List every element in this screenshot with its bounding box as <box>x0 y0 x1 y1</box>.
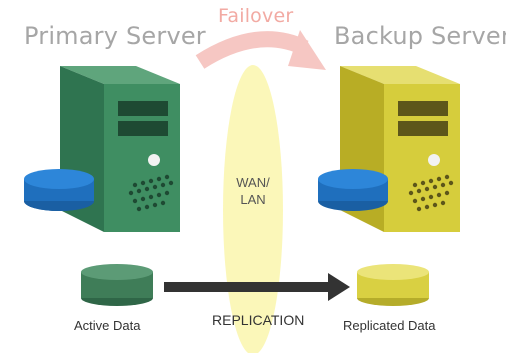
replicated-data-icon <box>357 264 429 306</box>
failover-arrow <box>195 30 326 70</box>
network-label-line1: WAN/ <box>236 175 270 190</box>
replicated-data-label: Replicated Data <box>343 318 436 333</box>
network-label-line2: LAN <box>240 192 266 207</box>
backup-server-title: Backup Server <box>334 22 506 50</box>
active-data-label: Active Data <box>74 318 141 333</box>
primary-server-title: Primary Server <box>24 22 206 50</box>
replication-label: REPLICATION <box>212 312 305 328</box>
network-label: WAN/ LAN <box>226 174 280 208</box>
failover-label: Failover <box>218 5 294 27</box>
active-data-icon <box>81 264 153 306</box>
wan-lan-ellipse <box>223 65 283 353</box>
replication-arrow <box>164 273 350 301</box>
primary-database-icon <box>24 169 94 211</box>
backup-database-icon <box>318 169 388 211</box>
